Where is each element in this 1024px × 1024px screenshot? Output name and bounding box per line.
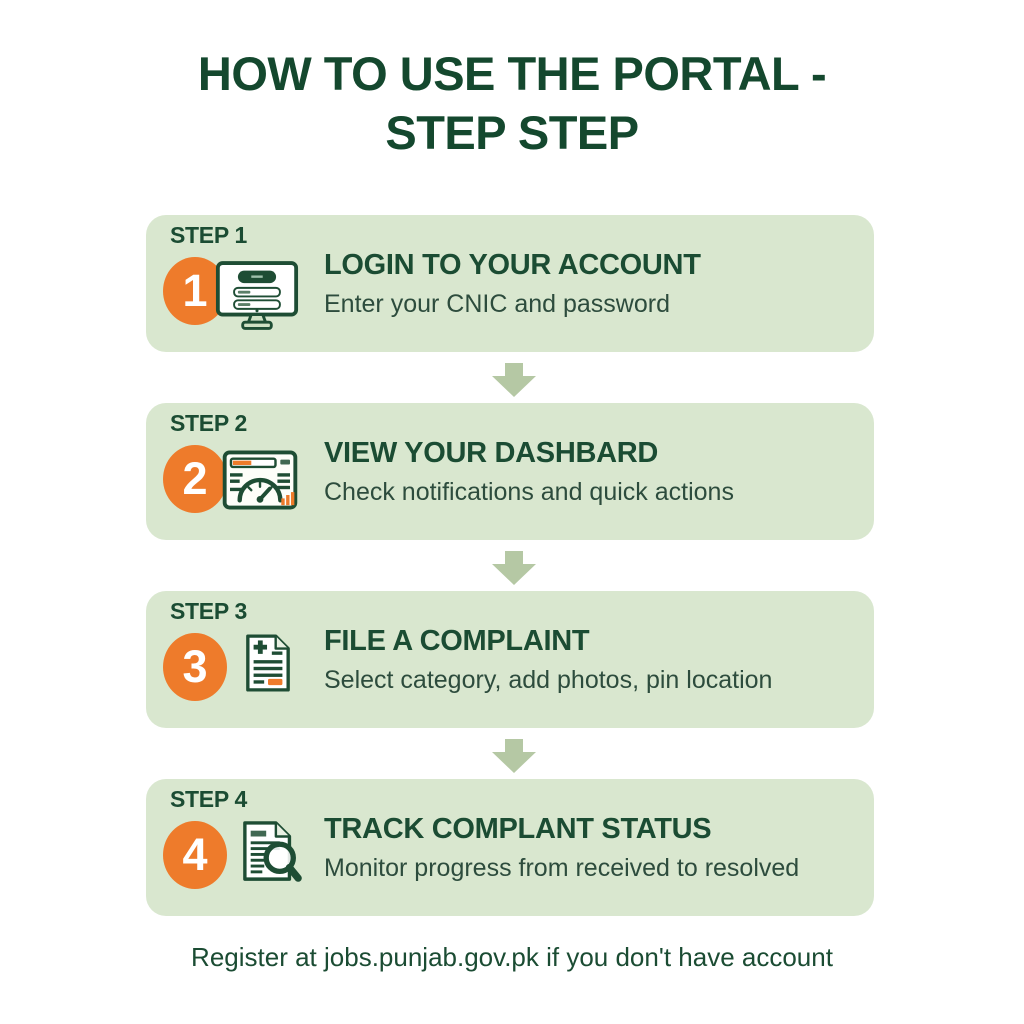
page-title-line2: STEP STEP bbox=[385, 106, 639, 160]
down-arrow-icon bbox=[492, 551, 536, 585]
track-status-icon bbox=[241, 819, 303, 885]
login-monitor-icon bbox=[215, 260, 299, 331]
step-3-panel: STEP 3 3 FILE A COMPLAINT Select categor… bbox=[146, 591, 874, 728]
step-1-label: STEP 1 bbox=[170, 222, 248, 248]
down-arrow-icon bbox=[492, 739, 536, 773]
step-4-panel: STEP 4 4 TRACK COMPLANT STATUS Monitor p… bbox=[146, 779, 874, 916]
step-3-title: FILE A COMPLAINT bbox=[324, 624, 590, 657]
step-1-number: 1 bbox=[182, 265, 208, 316]
step-2-subtitle: Check notifications and quick actions bbox=[324, 477, 734, 506]
step-2-title: VIEW YOUR DASHBARD bbox=[324, 436, 659, 469]
step-4-label: STEP 4 bbox=[170, 786, 248, 812]
down-arrow-icon bbox=[492, 363, 536, 397]
step-2-number-badge: 2 bbox=[163, 445, 227, 513]
step-2-panel: STEP 2 2 bbox=[146, 403, 874, 540]
register-note: Register at jobs.punjab.gov.pk if you do… bbox=[191, 942, 833, 972]
step-2-text: VIEW YOUR DASHBARD Check notifications a… bbox=[324, 403, 734, 540]
step-3-subtitle: Select category, add photos, pin locatio… bbox=[324, 665, 773, 694]
complaint-document-icon bbox=[244, 633, 292, 693]
step-4-number: 4 bbox=[182, 829, 208, 880]
step-1-title: LOGIN TO YOUR ACCOUNT bbox=[324, 248, 701, 281]
step-3-number-badge: 3 bbox=[163, 633, 227, 701]
step-3-text: FILE A COMPLAINT Select category, add ph… bbox=[324, 591, 772, 728]
step-4-text: TRACK COMPLANT STATUS Monitor progress f… bbox=[324, 779, 799, 916]
step-2-number: 2 bbox=[182, 453, 208, 504]
dashboard-gauge-icon bbox=[222, 450, 298, 510]
step-1-panel: STEP 1 1 LOGIN TO YOUR ACCOUNT Enter you… bbox=[146, 215, 874, 352]
step-1-subtitle: Enter your CNIC and password bbox=[324, 289, 670, 318]
page-title: HOW TO USE THE PORTAL - STEP STEP bbox=[0, 44, 1024, 162]
step-1-text: LOGIN TO YOUR ACCOUNT Enter your CNIC an… bbox=[324, 215, 701, 352]
page-title-line1: HOW TO USE THE PORTAL - bbox=[197, 47, 827, 100]
step-2-label: STEP 2 bbox=[170, 410, 248, 436]
step-3-number: 3 bbox=[182, 641, 208, 692]
step-4-number-badge: 4 bbox=[163, 821, 227, 889]
step-4-title: TRACK COMPLANT STATUS bbox=[324, 812, 712, 845]
step-3-label: STEP 3 bbox=[170, 598, 248, 624]
step-4-subtitle: Monitor progress from received to resolv… bbox=[324, 853, 800, 882]
